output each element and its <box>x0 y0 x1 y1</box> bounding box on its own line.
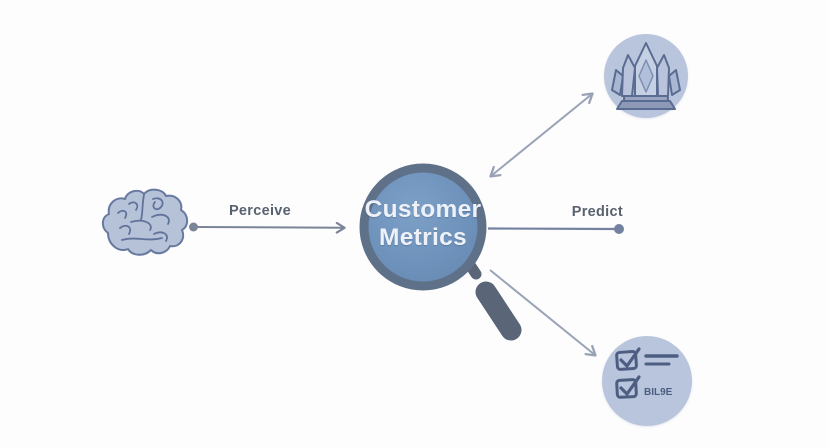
checkmark-1 <box>619 347 641 368</box>
perceive-start-dot <box>189 222 198 232</box>
checkbox-2 <box>615 378 638 399</box>
magnifier-lens <box>359 163 487 291</box>
crystal-far-right <box>668 69 681 96</box>
double-arrow-line <box>489 92 594 178</box>
title-line-2: Metrics <box>379 224 467 251</box>
crystal-icon <box>611 42 681 110</box>
brain-folds <box>117 194 170 242</box>
predict-label: Predict <box>571 204 623 220</box>
perceive-arrow-line <box>197 221 346 234</box>
checkmark-2 <box>619 375 641 396</box>
crystal-base <box>616 100 676 110</box>
brain-icon <box>96 186 192 262</box>
title-line-1: Customer <box>364 196 482 223</box>
crystal-right <box>656 54 670 97</box>
predict-end-dot <box>614 224 624 234</box>
crystal-far-left <box>611 69 624 96</box>
checklist-arrow-line <box>489 269 597 357</box>
center-node-title: Customer Metrics <box>343 196 503 252</box>
magnifier-handle <box>475 281 522 341</box>
checklist-connector <box>489 269 597 357</box>
predict-line <box>487 227 617 231</box>
perceive-label: Perceive <box>228 203 292 219</box>
predict-connector <box>487 224 624 234</box>
crystal-badge <box>604 34 688 118</box>
crystal-connector <box>489 92 594 178</box>
magnifier-icon <box>359 163 522 341</box>
crystal-center-facet <box>638 59 654 93</box>
checklist-badge: BIL9E <box>602 336 692 426</box>
checkbox-1 <box>615 350 638 371</box>
perceive-connector <box>189 221 346 234</box>
checklist-icon: BIL9E <box>615 347 679 399</box>
checklist-note-text: BIL9E <box>644 387 673 398</box>
crystal-left <box>621 54 636 97</box>
